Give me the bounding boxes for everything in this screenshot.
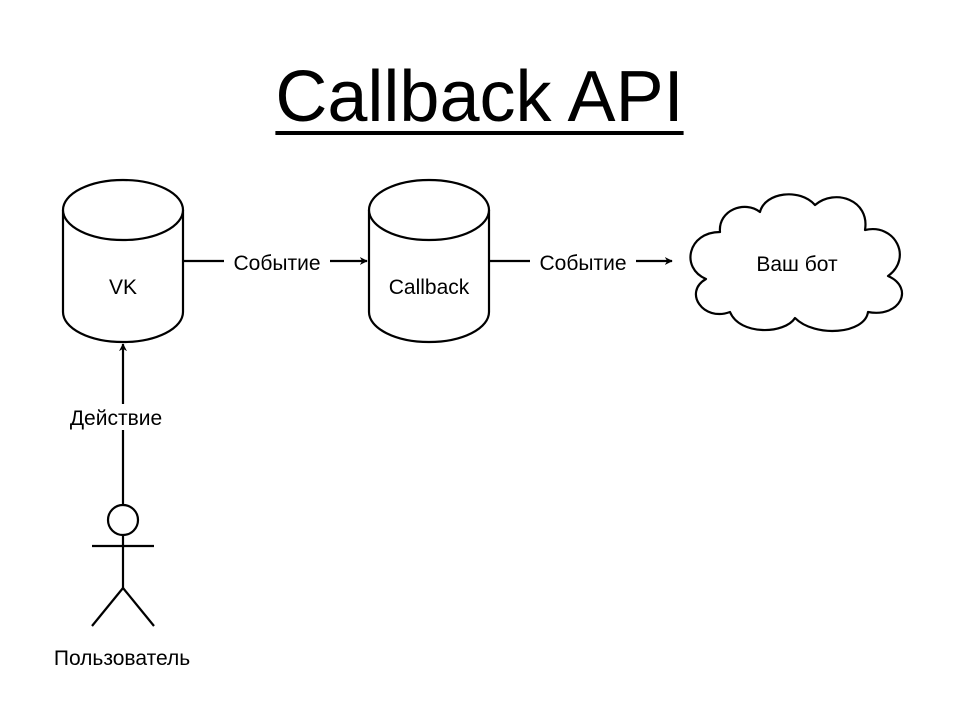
edge-user-to-vk: Действие — [58, 343, 188, 504]
vk-cylinder: VK — [61, 178, 185, 344]
edge-label-event-1: Событие — [234, 252, 321, 275]
user-actor — [91, 503, 155, 627]
callback-label: Callback — [389, 276, 470, 299]
edge-label-action: Действие — [70, 407, 162, 430]
callback-cylinder: Callback — [367, 178, 491, 344]
edge-label-event-2: Событие — [540, 252, 627, 275]
bot-label: Ваш бот — [756, 253, 838, 276]
user-label: Пользователь — [54, 647, 190, 670]
edge-callback-to-bot: Событие — [489, 250, 673, 275]
page-title: Callback API — [275, 57, 684, 137]
edge-vk-to-callback: Событие — [183, 250, 368, 275]
bot-cloud: Ваш бот — [689, 193, 903, 333]
vk-label: VK — [109, 276, 137, 299]
